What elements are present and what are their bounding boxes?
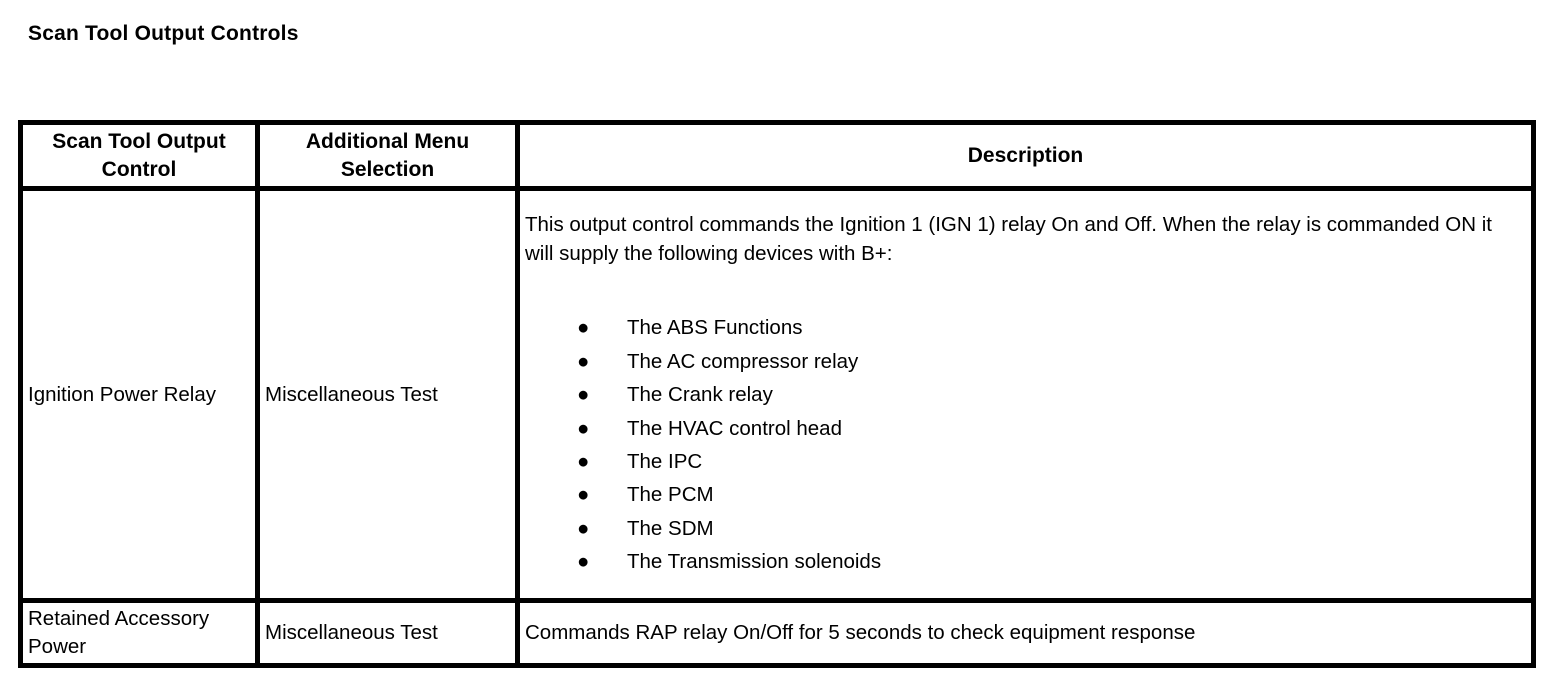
list-item-label: The Transmission solenoids: [627, 550, 882, 574]
list-item-label: The ABS Functions: [627, 316, 803, 340]
scan-tool-output-controls-table: Scan Tool Output Control Additional Menu…: [18, 120, 1536, 668]
bullet-icon: ●: [577, 383, 590, 407]
list-item: ● The IPC: [525, 445, 1526, 478]
header-description: Description: [515, 120, 1536, 191]
list-item: ● The SDM: [525, 512, 1526, 545]
cell-description-retained-accessory-power: Commands RAP relay On/Off for 5 seconds …: [515, 598, 1536, 668]
list-item: ● The Transmission solenoids: [525, 545, 1526, 578]
device-bullet-list: ● The ABS Functions ● The AC compressor re…: [525, 311, 1526, 578]
table-row-retained-accessory-power: Retained Accessory Power Miscellaneous T…: [18, 598, 1536, 668]
list-item-label: The AC compressor relay: [627, 349, 859, 373]
list-item: ● The HVAC control head: [525, 412, 1526, 445]
list-item: ● The Crank relay: [525, 378, 1526, 411]
list-item-label: The HVAC control head: [627, 416, 842, 440]
list-item: ● The AC compressor relay: [525, 345, 1526, 378]
bullet-icon: ●: [577, 316, 590, 340]
cell-control-retained-accessory-power: Retained Accessory Power: [18, 598, 260, 668]
description-intro-text: This output control commands the Ignitio…: [525, 213, 1492, 266]
list-item-label: The Crank relay: [627, 383, 773, 407]
header-scan-tool-output-control: Scan Tool Output Control: [18, 120, 260, 191]
table-header-row: Scan Tool Output Control Additional Menu…: [18, 120, 1536, 191]
list-item: ● The ABS Functions: [525, 311, 1526, 344]
list-item-label: The PCM: [627, 483, 714, 507]
bullet-icon: ●: [577, 450, 590, 473]
list-item-label: The IPC: [627, 450, 703, 473]
bullet-icon: ●: [577, 516, 590, 540]
bullet-icon: ●: [577, 550, 590, 574]
bullet-icon: ●: [577, 416, 590, 440]
list-item-label: The SDM: [627, 516, 714, 540]
bullet-icon: ●: [577, 483, 590, 507]
header-additional-menu-selection: Additional Menu Selection: [255, 120, 520, 191]
bullet-icon: ●: [577, 349, 590, 373]
list-item: ● The PCM: [525, 478, 1526, 511]
cell-description-ignition-power-relay: This output control commands the Ignitio…: [515, 186, 1536, 603]
cell-menu-ignition-power-relay: Miscellaneous Test: [255, 186, 520, 603]
cell-menu-retained-accessory-power: Miscellaneous Test: [255, 598, 520, 668]
table-row-ignition-power-relay: Ignition Power Relay Miscellaneous Test …: [18, 186, 1536, 603]
cell-control-ignition-power-relay: Ignition Power Relay: [18, 186, 260, 603]
page-title: Scan Tool Output Controls: [28, 22, 299, 45]
